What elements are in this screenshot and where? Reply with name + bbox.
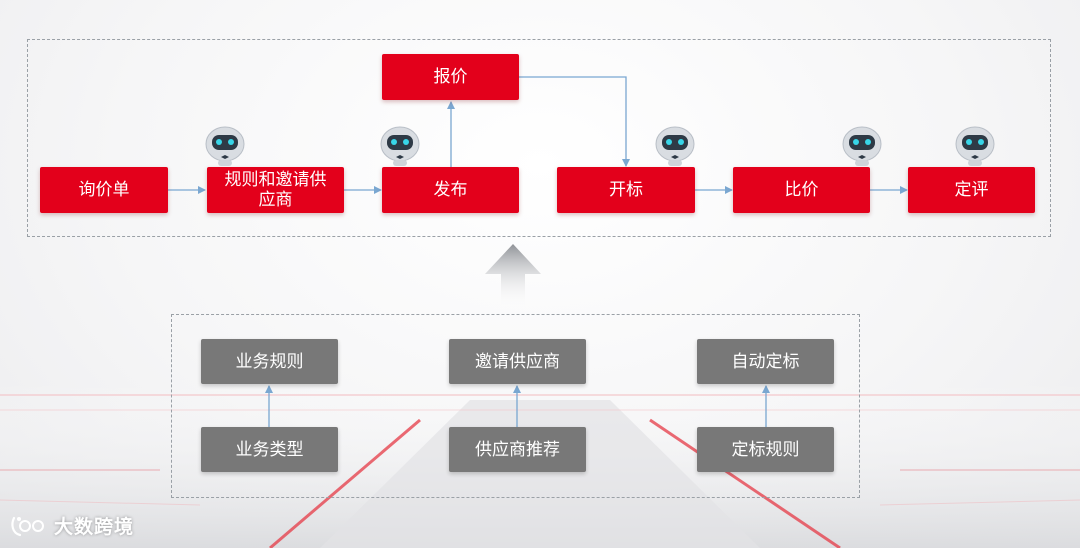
- node-business-rules[interactable]: 业务规则: [201, 339, 338, 384]
- node-open-bid[interactable]: 开标: [557, 167, 695, 213]
- node-award[interactable]: 定评: [908, 167, 1035, 213]
- robot-icon: [842, 126, 882, 166]
- node-business-type[interactable]: 业务类型: [201, 427, 338, 472]
- node-auto-award[interactable]: 自动定标: [697, 339, 834, 384]
- node-award-rules[interactable]: 定标规则: [697, 427, 834, 472]
- node-inquiry[interactable]: 询价单: [40, 167, 168, 213]
- node-quote[interactable]: 报价: [382, 54, 519, 100]
- robot-icon: [955, 126, 995, 166]
- node-supplier-recommend[interactable]: 供应商推荐: [449, 427, 586, 472]
- robot-icon: [205, 126, 245, 166]
- robot-icon: [655, 126, 695, 166]
- logo-text: 大数跨境: [54, 516, 135, 538]
- robot-icon: [380, 126, 420, 166]
- brand-logo: 大数跨境: [10, 512, 134, 539]
- logo-icon: [11, 516, 44, 536]
- rules-config-box: [171, 314, 860, 498]
- node-rules-invite[interactable]: 规则和邀请供应商: [207, 167, 344, 213]
- node-invite-supplier[interactable]: 邀请供应商: [449, 339, 586, 384]
- node-publish[interactable]: 发布: [382, 167, 519, 213]
- node-compare[interactable]: 比价: [733, 167, 870, 213]
- process-flow-box: [27, 39, 1051, 237]
